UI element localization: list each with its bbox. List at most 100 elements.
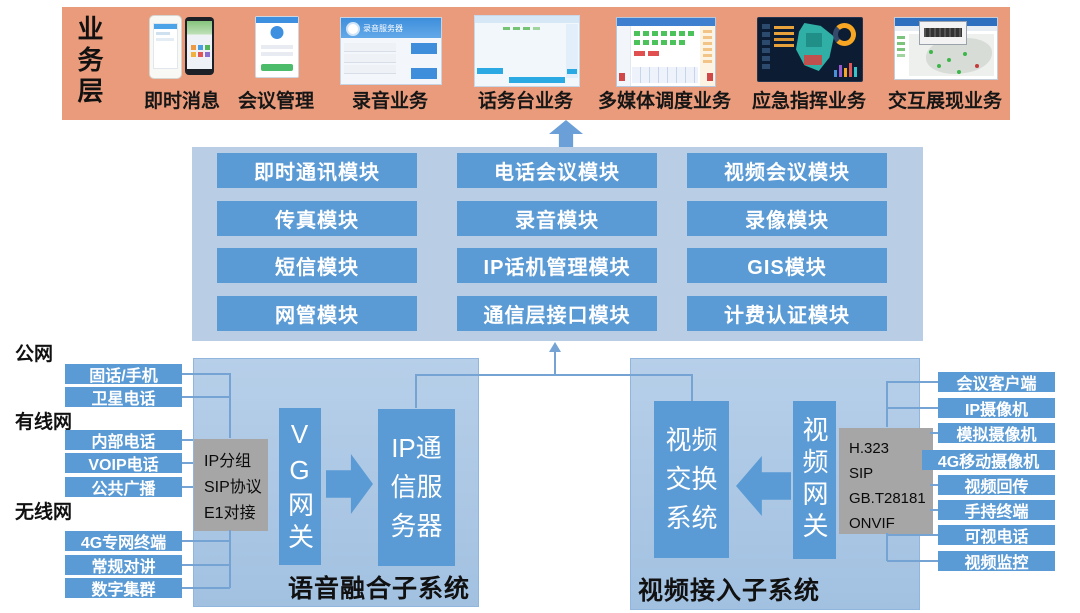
protocol-gbt: GB.T28181 [849,490,926,507]
stub-line [887,560,938,562]
device-ip-camera: IP摄像机 [938,398,1055,419]
module-gis: GIS模块 [687,248,887,283]
protocol-onvif: ONVIF [849,515,895,532]
stub-line [182,373,230,375]
connector-drop-right [691,374,693,401]
device-video-backhaul: 视频回传 [938,475,1055,496]
login-card-mockup-icon [255,16,299,78]
stub-line [182,540,230,542]
terminal-internal-phone: 内部电话 [65,430,182,451]
bus-line-left-top [229,373,231,438]
module-billing-auth: 计费认证模块 [687,296,887,331]
device-analog-camera: 模拟摄像机 [938,423,1055,444]
module-ip-phone-mgmt: IP话机管理模块 [457,248,657,283]
bus-line-right-bottom [886,533,888,561]
stub-line [930,509,938,511]
module-recording: 录音模块 [457,201,657,236]
device-handheld-terminal: 手持终端 [938,500,1055,521]
module-comm-interface: 通信层接口模块 [457,296,657,331]
video-subsystem-panel: 视频交换系统 视频网关 H.323 SIP GB.T28181 ONVIF 视频… [630,358,933,610]
stub-line [182,396,230,398]
layer-title: 业务层 [74,15,104,108]
service-label: 话务台业务 [477,91,573,112]
bus-line-right-top [886,381,888,427]
stub-line [182,486,193,488]
service-meeting-management: 会议管理 [235,7,317,120]
protocol-e1: E1对接 [204,505,256,522]
console-window-mockup-icon [473,15,580,87]
service-label: 录音业务 [351,91,428,112]
service-label: 会议管理 [237,91,314,112]
phones-thumbnail [149,13,215,81]
dispatch-window-mockup-icon [615,17,716,87]
terminal-4g-private: 4G专网终端 [65,531,182,552]
device-4g-mobile-camera: 4G移动摄像机 [922,450,1055,471]
group-wired-network: 有线网 [15,412,73,433]
video-exchange-label: 视频交换系统 [665,425,718,533]
connector-drop-left [415,374,417,408]
stub-line [182,587,230,589]
up-block-arrow-icon [549,120,583,147]
service-multimedia-dispatch: 多媒体调度业务 [598,7,731,120]
module-fax: 传真模块 [217,201,417,236]
vg-gateway-box: VG网关 [279,408,321,565]
module-video-record: 录像模块 [687,201,887,236]
emergency-dashboard-thumbnail [757,13,863,82]
dispatch-thumbnail [615,13,716,87]
video-subsystem-title: 视频接入子系统 [638,577,821,605]
stub-line [887,381,938,383]
left-block-arrow-icon [736,456,791,516]
module-instant-comm: 即时通讯模块 [217,153,417,188]
service-emergency-command: 应急指挥业务 [743,7,875,120]
terminal-voip: VOIP电话 [65,453,182,474]
connector-arrowhead-icon [549,342,561,352]
recording-app-thumbnail: 录音服务器 [340,13,442,85]
module-video-conf: 视频会议模块 [687,153,887,188]
group-wireless-network: 无线网 [15,502,73,523]
connector-horizontal [416,374,693,376]
service-operator-console: 话务台业务 [468,7,583,120]
stub-line [182,564,230,566]
stub-line [887,407,938,409]
module-sms: 短信模块 [217,248,417,283]
terminal-fixed-mobile: 固话/手机 [65,364,182,385]
stub-line [182,462,193,464]
iphone-mockup-icon [149,15,182,79]
video-gateway-box: 视频网关 [793,401,836,559]
stub-line [887,534,938,536]
module-phone-conf: 电话会议模块 [457,153,657,188]
module-network-mgmt: 网管模块 [217,296,417,331]
video-exchange-box: 视频交换系统 [654,401,729,558]
service-interactive-display: 交互展现业务 [878,7,1012,120]
device-video-surveillance: 视频监控 [938,551,1055,572]
service-instant-messaging: 即时消息 [128,7,236,120]
protocol-sip: SIP协议 [204,479,262,496]
protocol-sip2: SIP [849,465,874,482]
terminal-satellite: 卫星电话 [65,387,182,408]
device-video-phone: 可视电话 [938,525,1055,546]
module-layer-container: 即时通讯模块 电话会议模块 视频会议模块 传真模块 录音模块 录像模块 短信模块… [192,147,923,341]
dashboard-mockup-icon [757,17,863,82]
terminal-public-broadcast: 公共广播 [65,477,182,498]
map-window-mockup-icon [894,17,998,80]
video-protocols-box: H.323 SIP GB.T28181 ONVIF [839,428,933,534]
map-window-thumbnail [894,13,998,80]
device-conference-client: 会议客户端 [938,372,1055,393]
protocol-ip: IP分组 [204,453,252,470]
voice-subsystem-title: 语音融合子系统 [288,575,471,603]
meeting-app-thumbnail [255,13,299,79]
android-mockup-icon [185,17,214,75]
service-label: 应急指挥业务 [751,91,866,112]
ip-comm-server-box: IP通信服务器 [378,409,455,566]
service-label: 即时消息 [143,91,220,112]
service-recording: 录音服务器 录音业务 [328,7,452,120]
stub-line [930,432,938,434]
recording-window-mockup-icon: 录音服务器 [340,17,442,85]
protocol-h323: H.323 [849,440,890,457]
stub-line [930,484,938,486]
stub-line [182,439,193,441]
console-thumbnail [473,13,580,87]
connector-stem-up [554,352,556,375]
terminal-intercom: 常规对讲 [65,555,182,576]
